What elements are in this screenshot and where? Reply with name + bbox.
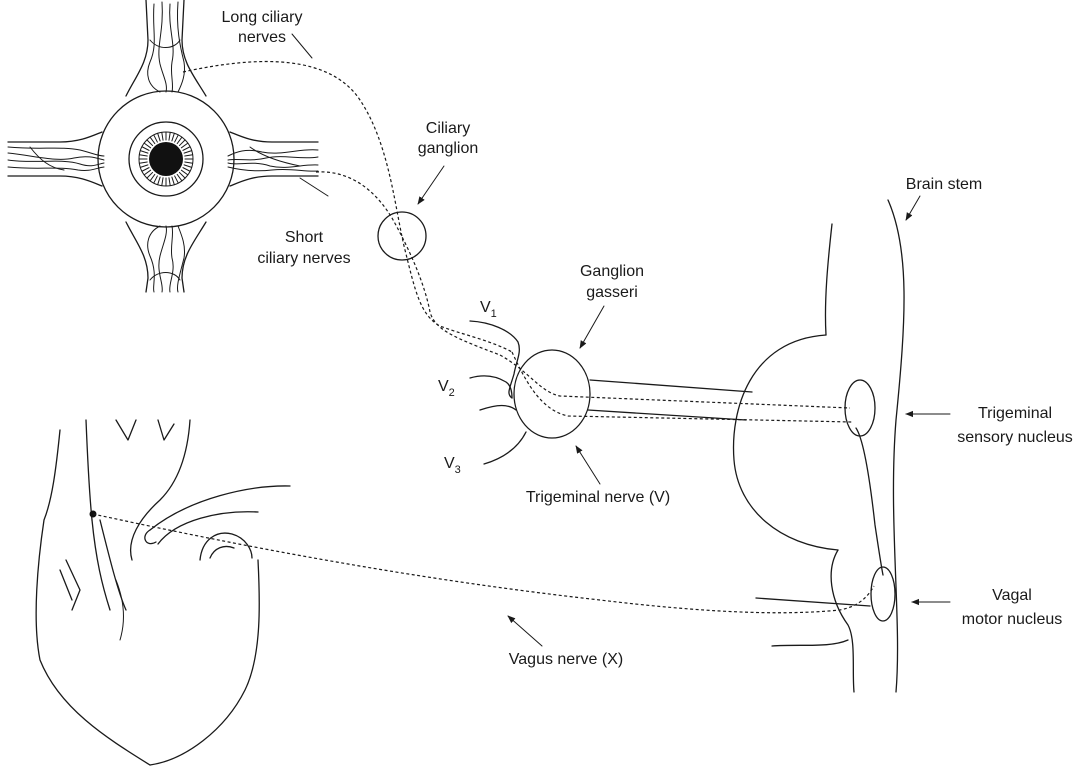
iris-ray — [181, 170, 187, 175]
iris-ray — [147, 172, 153, 178]
iris-ray — [158, 177, 160, 185]
iris-ray — [169, 178, 170, 186]
iris-ray — [175, 135, 179, 142]
iris-ray — [179, 172, 185, 178]
trigeminal-sensory-nucleus-shape — [845, 380, 875, 436]
superior-rectus-muscle — [126, 0, 206, 96]
label-short-ciliary-line1: Short — [285, 229, 324, 246]
label-v1: V1 — [480, 299, 497, 320]
iris-ray — [144, 143, 150, 148]
iris-ray — [158, 133, 160, 141]
label-ciliary-ganglion-line2: ganglion — [418, 140, 479, 157]
iris-ray — [185, 162, 193, 163]
ciliary-ganglion-arrow — [418, 166, 444, 204]
pointer-arrows — [292, 34, 950, 646]
iris-ray — [183, 147, 190, 151]
iris-ray — [139, 155, 147, 156]
iris-ray — [147, 140, 153, 146]
iris-ray — [184, 165, 192, 167]
lateral-rectus-muscle — [228, 132, 318, 186]
iris-ray — [140, 165, 148, 167]
iris-ray — [144, 170, 150, 175]
short-ciliary-leader — [300, 178, 328, 196]
medial-rectus-muscle — [8, 132, 104, 186]
label-vagal-motor-line2: motor nucleus — [962, 611, 1063, 628]
iris-ray — [154, 176, 158, 183]
iris-ray — [184, 151, 192, 153]
label-trigeminal-sensory-line2: sensory nucleus — [957, 429, 1073, 446]
iris-ray — [162, 132, 163, 140]
inferior-rectus-muscle — [126, 222, 206, 292]
vagus-nerve-arrow — [508, 616, 542, 646]
label-vagal-motor-line1: Vagal — [992, 587, 1032, 604]
iris-ray — [183, 168, 190, 172]
label-short-ciliary-line2: ciliary nerves — [257, 250, 350, 267]
label-ganglion-gasseri-line2: gasseri — [586, 284, 638, 301]
iris-ray — [172, 133, 174, 141]
iris-ray — [140, 151, 148, 153]
label-v2: V2 — [438, 378, 455, 399]
pupil — [149, 142, 183, 176]
label-trigeminal-sensory-line1: Trigeminal — [978, 405, 1052, 422]
long-ciliary-nerve-path — [183, 62, 512, 352]
label-brain-stem: Brain stem — [906, 176, 982, 193]
label-long-ciliary-line2: nerves — [238, 29, 286, 46]
brain-stem-arrow — [906, 196, 920, 220]
iris-ray — [181, 143, 187, 148]
label-ciliary-ganglion-line1: Ciliary — [426, 120, 470, 137]
iris-ray — [139, 162, 147, 163]
iris-ray — [177, 174, 182, 180]
iris-ray — [142, 168, 149, 172]
iris-ray — [185, 155, 193, 156]
iris-ray — [150, 137, 155, 143]
iris-ray — [172, 177, 174, 185]
iris-ray — [150, 174, 155, 180]
iris-ray — [179, 140, 185, 146]
heart-drawing — [36, 420, 290, 765]
label-long-ciliary-line1: Long ciliary — [222, 9, 303, 26]
iris-ray — [154, 135, 158, 142]
iris-ray — [169, 132, 170, 140]
label-ganglion-gasseri-line1: Ganglion — [580, 263, 644, 280]
trigeminal-nerve-arrow — [576, 446, 600, 484]
label-vagus-nerve: Vagus nerve (X) — [509, 651, 623, 668]
long-ciliary-leader — [292, 34, 312, 58]
ganglion-gasseri-arrow — [580, 306, 604, 348]
iris-ray — [175, 176, 179, 183]
label-v3: V3 — [444, 455, 461, 476]
label-trigeminal-nerve: Trigeminal nerve (V) — [526, 489, 670, 506]
iris-ray — [142, 147, 149, 151]
ganglion-gasseri-shape — [514, 350, 590, 438]
trigeminal-ganglion-drawing — [470, 321, 852, 464]
iris-ray — [162, 178, 163, 186]
iris-ray — [177, 137, 182, 143]
brain-stem-drawing — [734, 200, 905, 692]
